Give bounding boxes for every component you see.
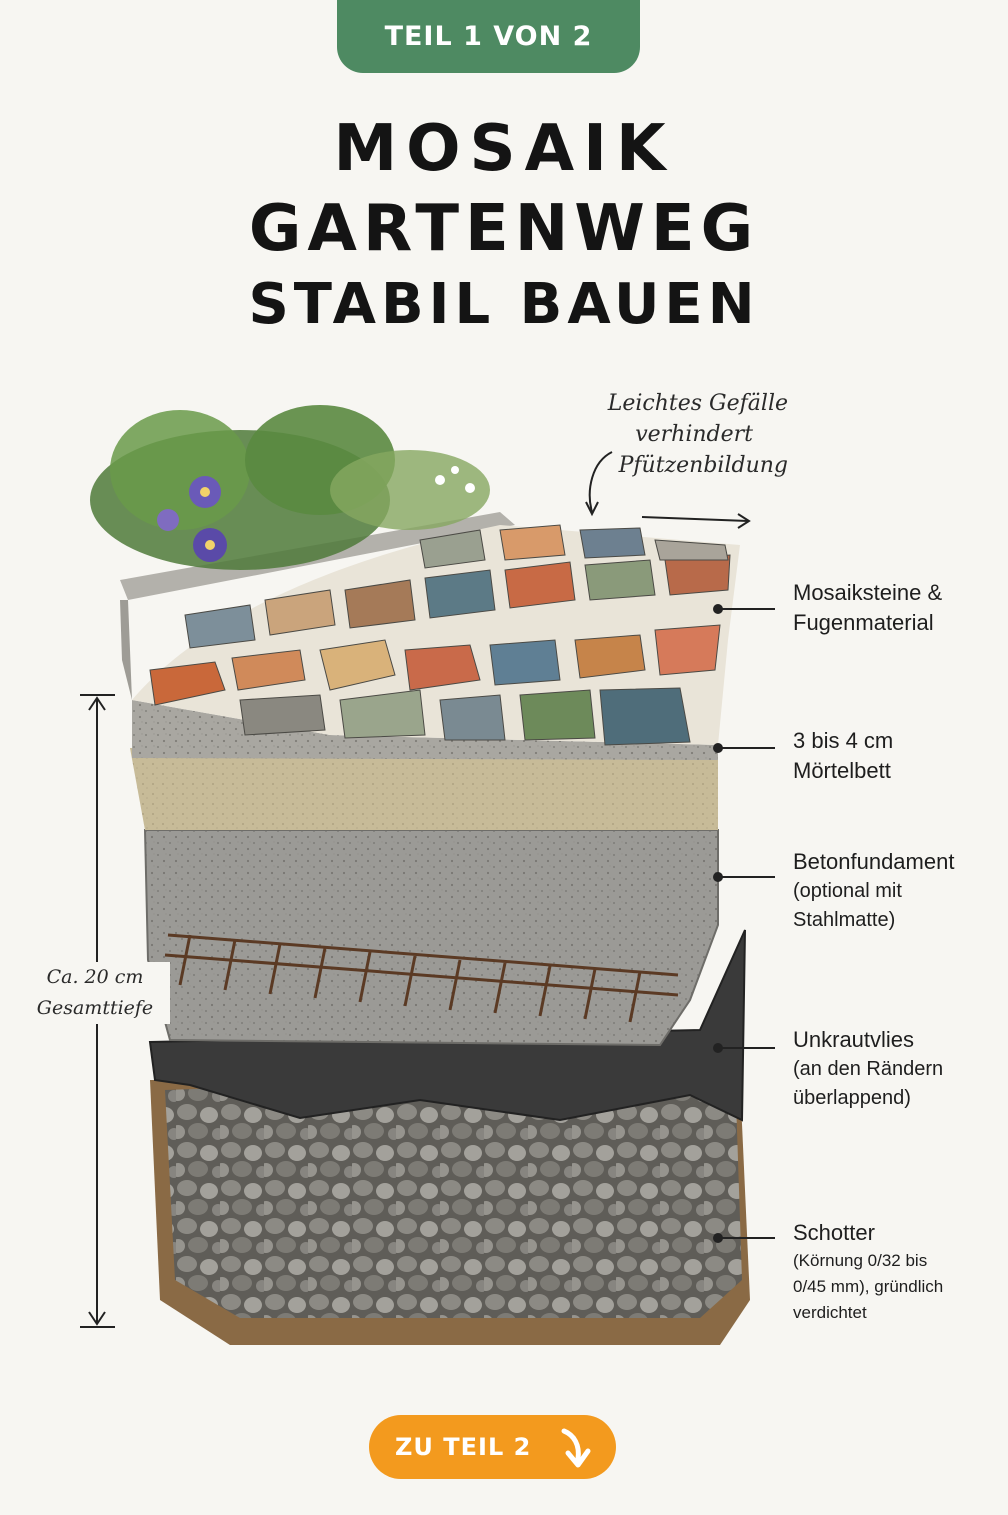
curved-arrow-down-icon	[588, 451, 613, 513]
layer-detail: (Körnung 0/32 bis	[793, 1251, 928, 1270]
layer-detail: Mörtelbett	[793, 758, 891, 783]
layer-detail-3: verdichtet	[793, 1303, 867, 1322]
arrow-down-icon	[561, 1428, 591, 1468]
layer-title: Mosaiksteine &	[793, 580, 943, 605]
slope-note: Leichtes Gefälle verhindert Pfützenbildu…	[560, 388, 788, 481]
arrow-right-icon	[641, 516, 749, 522]
path-cross-section-illustration	[80, 405, 775, 1345]
layer-detail: Fugenmaterial	[793, 610, 934, 635]
depth-note: Ca. 20 cm Gesamttiefe	[20, 962, 170, 1024]
slope-note-line-3: Pfützenbildung	[618, 453, 788, 478]
layer-label-mosaic: Mosaiksteine & Fugenmaterial	[793, 578, 942, 638]
slope-note-line-1: Leichtes Gefälle	[607, 391, 788, 416]
layer-detail-2: überlappend)	[793, 1087, 911, 1109]
title-line-1: MOSAIK	[333, 112, 675, 186]
title-line-2: GARTENWEG	[248, 192, 760, 266]
layer-title: Schotter	[793, 1220, 875, 1245]
layer-title: 3 bis 4 cm	[793, 728, 894, 753]
layer-label-mortar: 3 bis 4 cm Mörtelbett	[793, 726, 893, 786]
layer-title: Unkrautvlies	[793, 1027, 915, 1052]
rebar-mesh	[164, 933, 679, 1023]
depth-note-line-1: Ca. 20 cm	[46, 966, 144, 988]
layer-detail: (optional mit	[793, 880, 902, 902]
layer-detail-2: Stahlmatte)	[793, 909, 896, 931]
garden-plants	[90, 405, 490, 570]
layer-label-gravel: Schotter (Körnung 0/32 bis 0/45 mm), grü…	[793, 1218, 943, 1326]
layer-detail-2: 0/45 mm), gründlich	[793, 1277, 944, 1296]
part-badge: TEIL 1 VON 2	[337, 0, 640, 73]
depth-note-line-2: Gesamttiefe	[36, 997, 154, 1019]
next-part-button[interactable]: ZU TEIL 2	[369, 1415, 616, 1479]
slope-note-line-2: verhindert	[635, 422, 753, 447]
title-line-3: STABIL BAUEN	[248, 272, 760, 337]
layer-title: Betonfundament	[793, 849, 955, 874]
layer-label-fleece: Unkrautvlies (an den Rändern überlappend…	[793, 1025, 943, 1113]
layer-detail: (an den Rändern	[793, 1058, 944, 1080]
next-part-label: ZU TEIL 2	[395, 1433, 532, 1461]
layer-label-concrete: Betonfundament (optional mit Stahlmatte)	[793, 847, 954, 935]
mosaic-stones	[149, 524, 731, 746]
